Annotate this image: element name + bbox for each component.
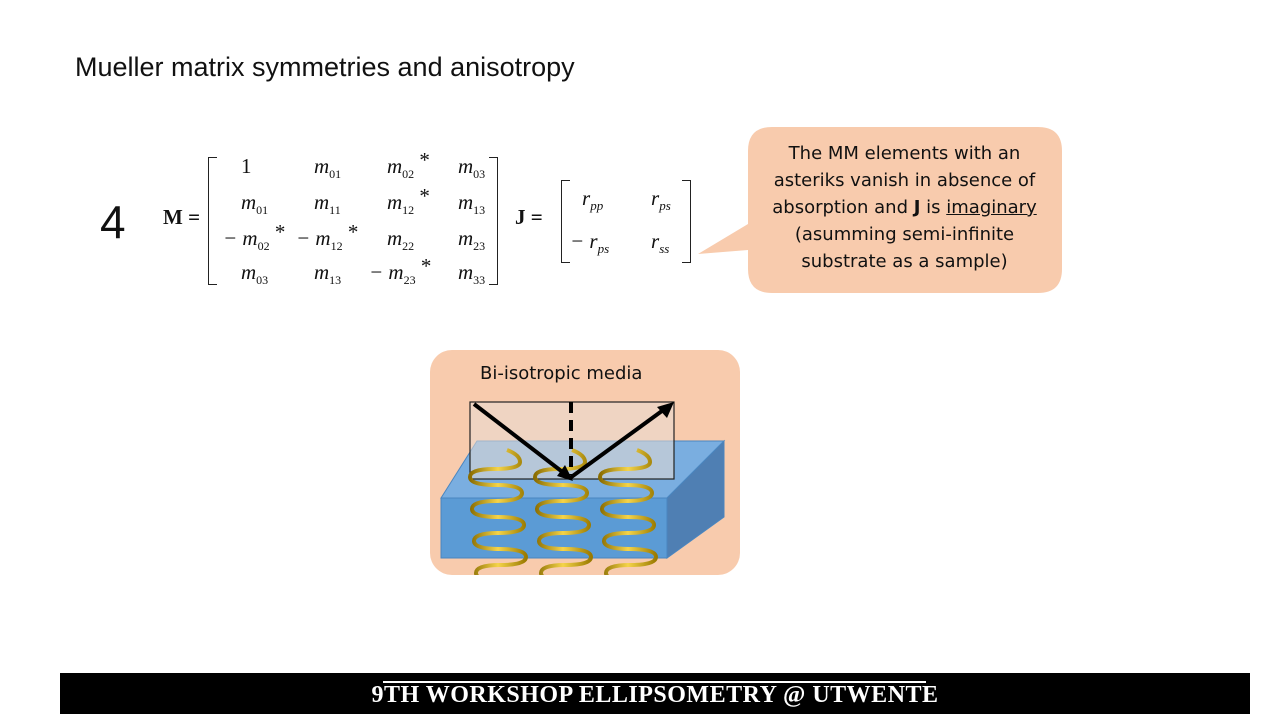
matrix-m-cell-1-2: m12 *: [387, 184, 430, 217]
matrix-m-cell-1-0: m01: [241, 190, 269, 217]
matrix-j-label: J =: [515, 205, 543, 229]
helix-right: [597, 448, 659, 575]
incident-ray-arrowhead: [557, 465, 573, 481]
matrix-j-cell-0-0: rpp: [582, 186, 604, 213]
callout-line-5: substrate as a sample): [801, 251, 1008, 272]
matrix-m-cell-2-1: − m12 *: [296, 220, 359, 253]
incident-ray: [472, 402, 571, 479]
matrix-m-cell-3-0: m03: [241, 260, 269, 287]
callout-line-2: asteriks vanish in absence of: [773, 170, 1036, 191]
matrix-m-cell-2-0: − m02 *: [223, 220, 286, 253]
matrix-m-cell-0-0: 1: [241, 154, 252, 178]
callout-line-4: (asumming semi-infinite: [794, 224, 1015, 245]
slide-number: 4: [100, 196, 126, 248]
figure-label: Bi-isotropic media: [480, 363, 643, 384]
callout-bubble: [698, 127, 1062, 293]
footer-text: 9TH WORKSHOP ELLIPSOMETRY @ UTWENTE: [371, 682, 939, 708]
matrix-j-left-bracket: [561, 180, 570, 263]
callout-line-1: The MM elements with an: [788, 143, 1021, 164]
matrix-j-cell-1-1: rss: [651, 229, 670, 256]
matrix-m-label: M =: [163, 205, 201, 229]
footer-bar: [60, 673, 1250, 714]
matrix-m-cell-2-3: m23: [458, 226, 486, 253]
matrix-m-cell-1-1: m11: [314, 190, 341, 217]
matrix-m-cell-3-3: m33: [458, 260, 486, 287]
substrate-side-face: [666, 439, 725, 559]
matrix-j-cell-0-1: rps: [651, 186, 671, 213]
callout-underlined-imaginary: imaginary: [946, 197, 1037, 218]
callout-line-3-pre: absorption and: [772, 197, 914, 218]
callout-line-3: absorption and J is imaginary: [752, 194, 1057, 221]
matrix-m-cell-0-1: m01: [314, 154, 342, 181]
matrix-m-cell-0-2: m02 *: [387, 148, 430, 181]
matrix-m-cell-1-3: m13: [458, 190, 486, 217]
footer-rule: [383, 681, 926, 683]
helix-left: [467, 448, 529, 575]
matrix-j-right-bracket: [682, 180, 691, 263]
callout-bold-j: J: [913, 197, 921, 218]
matrix-m-cell-3-2: − m23 *: [369, 254, 432, 287]
matrix-m-cell-0-3: m03: [458, 154, 486, 181]
callout-text: The MM elements with an asteriks vanish …: [752, 140, 1057, 275]
matrix-m-left-bracket: [208, 157, 217, 285]
matrix-m-cell-2-2: m22: [387, 226, 415, 253]
helix-center: [532, 448, 594, 575]
helix-group: [467, 448, 659, 575]
callout-line-3-mid: is: [920, 197, 947, 218]
matrix-m-right-bracket: [489, 157, 498, 285]
bi-isotropic-illustration: [440, 401, 726, 575]
reflected-ray-arrowhead: [657, 402, 674, 418]
matrix-m-cell-3-1: m13: [314, 260, 342, 287]
matrix-j-cell-1-0: − rps: [570, 229, 610, 256]
reflected-ray: [568, 406, 668, 480]
slide-title: Mueller matrix symmetries and anisotropy: [75, 52, 575, 82]
